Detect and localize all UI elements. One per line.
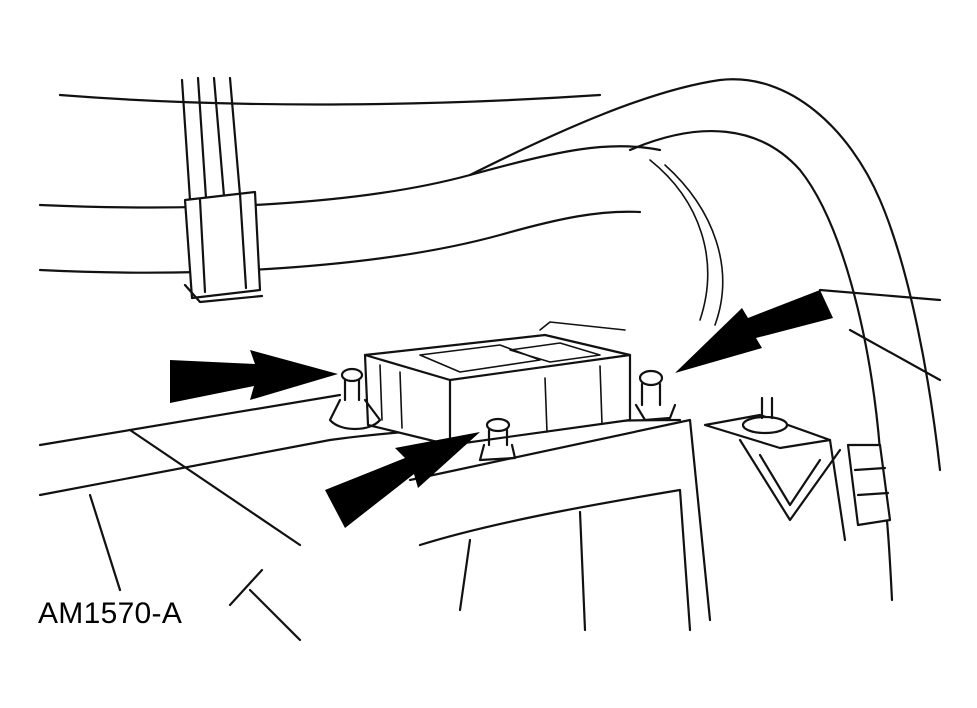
mounting-bracket (180, 76, 264, 304)
fastener-center (478, 417, 517, 462)
arrow-icon (325, 432, 480, 528)
fastener-right (634, 369, 677, 422)
wiring-harness (38, 78, 942, 602)
body-panel (38, 93, 942, 642)
harness-connector (846, 443, 892, 527)
stud (703, 396, 832, 450)
arrow-icon (675, 290, 833, 373)
fastener-left (328, 367, 382, 431)
control-module (363, 321, 632, 447)
arrow-icon (170, 350, 338, 403)
callout-arrows (170, 290, 833, 528)
figure-label: AM1570-A (38, 597, 183, 630)
module-fasteners (328, 367, 832, 462)
